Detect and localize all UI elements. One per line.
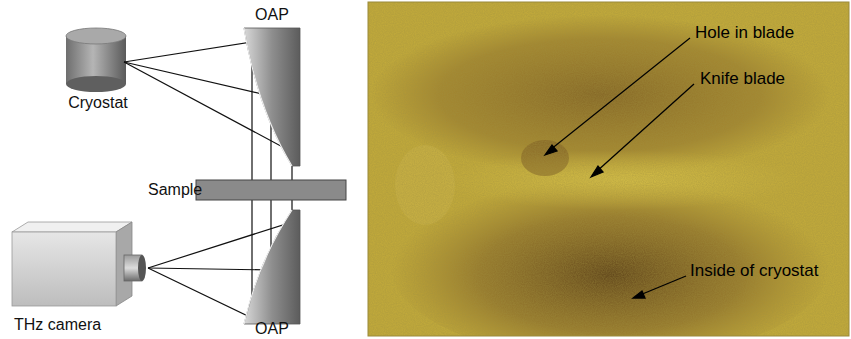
- oap-mirror: [244, 28, 300, 166]
- part-label: THz camera: [14, 316, 101, 334]
- sample-plate: [196, 180, 346, 200]
- part-label: OAP: [255, 320, 289, 338]
- cryostat: [66, 28, 126, 92]
- part-label: Cryostat: [68, 94, 128, 112]
- callout-label: Inside of cryostat: [690, 262, 819, 280]
- oap-mirror: [244, 210, 300, 324]
- callout-label: Knife blade: [700, 70, 785, 88]
- part-label: Sample: [148, 181, 202, 199]
- image-border: [368, 2, 849, 336]
- thz-image: [368, 2, 849, 336]
- part-label: OAP: [255, 6, 289, 24]
- leader-arrows: [545, 38, 694, 298]
- thz-camera: [12, 222, 146, 306]
- callout-label: Hole in blade: [695, 24, 794, 42]
